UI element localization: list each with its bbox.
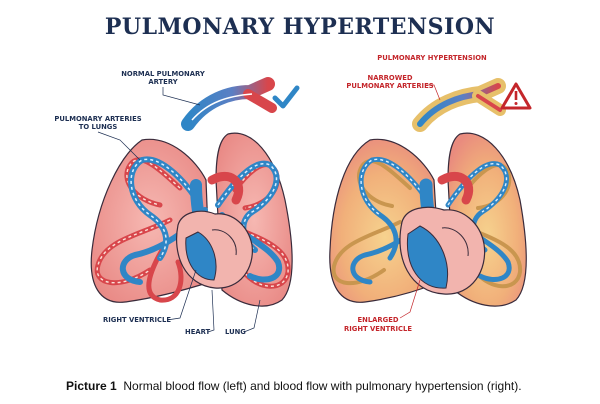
hypertension-lungs-illustration [329, 78, 532, 307]
figure-caption: Picture 1 Normal blood flow (left) and b… [66, 379, 522, 393]
normal-labels: NORMAL PULMONARY ARTERY PULMONARY ARTERI… [54, 70, 261, 336]
hyp-aorta [437, 171, 474, 205]
page-title: PULMONARY HYPERTENSION [104, 14, 496, 40]
aorta [207, 171, 244, 205]
normal-right-ventricle [185, 231, 217, 281]
check-icon [272, 85, 300, 109]
label-narrowed-1: NARROWED [368, 74, 413, 82]
normal-lungs-illustration [90, 77, 300, 307]
label-hypertension-heading: PULMONARY HYPERTENSION [377, 54, 487, 62]
caption-text: Normal blood flow (left) and blood flow … [123, 379, 522, 393]
label-enlarged-1: ENLARGED [357, 316, 398, 324]
label-narrowed-2: PULMONARY ARTERIES [346, 82, 433, 90]
label-pulmonary-arteries-1: PULMONARY ARTERIES [54, 115, 141, 123]
caption-label: Picture 1 [66, 379, 117, 393]
hypertension-labels: PULMONARY HYPERTENSION NARROWED PULMONAR… [344, 54, 487, 333]
label-normal-pulmonary-artery-2: ARTERY [148, 78, 177, 86]
label-right-ventricle: RIGHT VENTRICLE [103, 316, 171, 324]
label-pulmonary-arteries-2: TO LUNGS [79, 123, 118, 131]
enlarged-right-ventricle [406, 225, 448, 289]
label-normal-pulmonary-artery-1: NORMAL PULMONARY [121, 70, 205, 78]
label-lung: LUNG [225, 328, 246, 336]
label-enlarged-2: RIGHT VENTRICLE [344, 325, 412, 333]
label-heart: HEART [185, 328, 211, 336]
